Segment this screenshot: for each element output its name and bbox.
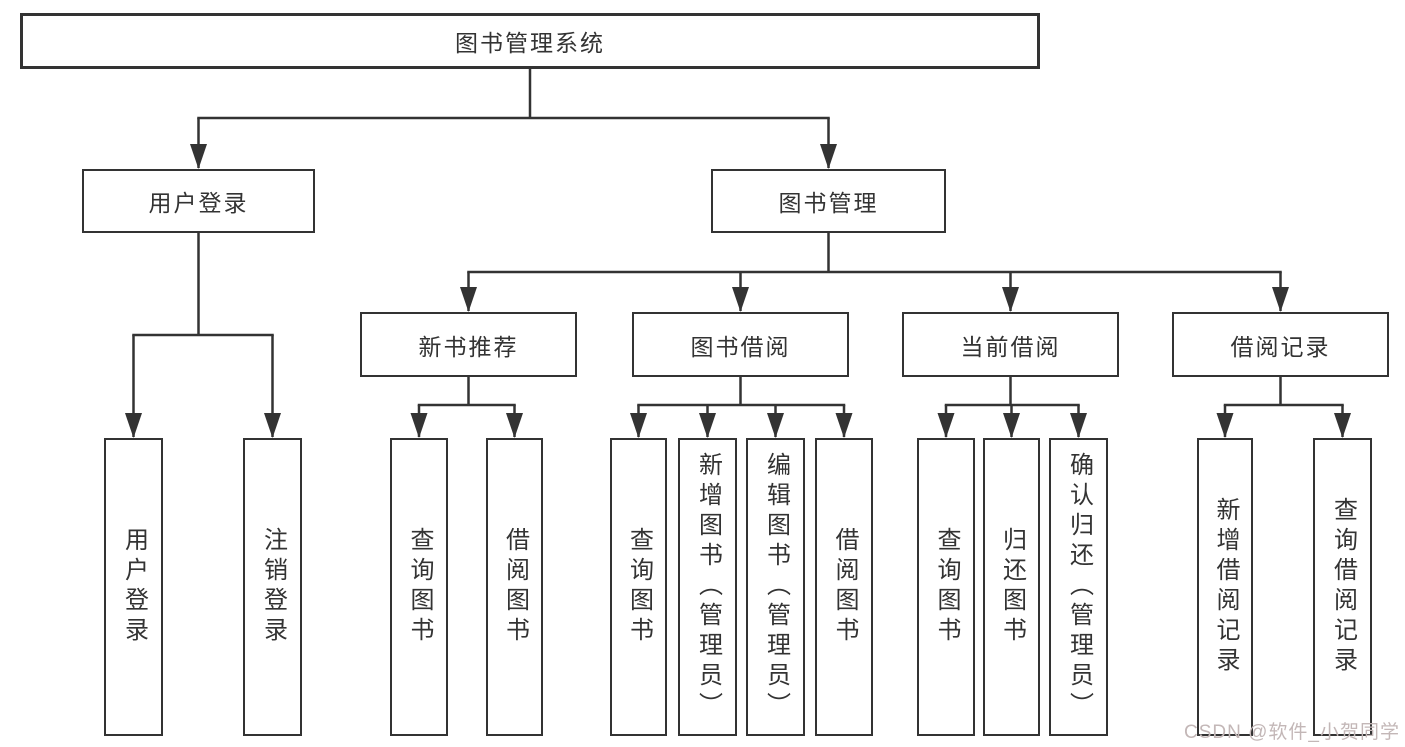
node-current-borrowing-label: 当前借阅 <box>960 333 1061 360</box>
node-current-borrowing: 当前借阅 <box>902 312 1119 377</box>
leaf-current-query-books: 查询图书 <box>917 438 975 736</box>
leaf-borrow-borrow-books: 借阅图书 <box>815 438 873 736</box>
node-user-login-label: 用户登录 <box>148 190 249 216</box>
leaf-records-query-record: 查询借阅记录 <box>1313 438 1372 736</box>
node-book-borrowing: 图书借阅 <box>632 312 849 377</box>
leaf-user-login-label: 用户登录 <box>120 527 148 647</box>
leaf-borrow-edit-books-admin-label: 编辑图书（管理员） <box>762 452 790 722</box>
node-borrowing-records-label: 借阅记录 <box>1230 333 1331 360</box>
leaf-newbook-borrow-books: 借阅图书 <box>486 438 543 736</box>
leaf-newbook-query-books-label: 查询图书 <box>406 527 433 647</box>
node-book-management: 图书管理 <box>711 169 946 233</box>
node-library-system-label: 图书管理系统 <box>455 30 605 56</box>
leaf-newbook-query-books: 查询图书 <box>390 438 448 736</box>
node-new-book-recommend: 新书推荐 <box>360 312 577 377</box>
leaf-current-query-books-label: 查询图书 <box>933 527 960 647</box>
leaf-logout: 注销登录 <box>243 438 302 736</box>
node-library-system: 图书管理系统 <box>20 13 1040 69</box>
leaf-current-confirm-return-admin-label: 确认归还（管理员） <box>1065 452 1093 722</box>
leaf-records-add-record-label: 新增借阅记录 <box>1212 497 1239 677</box>
leaf-logout-label: 注销登录 <box>259 527 287 647</box>
leaf-borrow-query-books: 查询图书 <box>610 438 667 736</box>
watermark: CSDN @软件_小贺同学 <box>1184 722 1400 743</box>
leaf-current-return-books: 归还图书 <box>983 438 1040 736</box>
node-user-login: 用户登录 <box>82 169 315 233</box>
leaf-borrow-add-books-admin-label: 新增图书（管理员） <box>694 452 722 722</box>
leaf-user-login: 用户登录 <box>104 438 163 736</box>
leaf-borrow-add-books-admin: 新增图书（管理员） <box>678 438 737 736</box>
leaf-records-query-record-label: 查询借阅记录 <box>1329 497 1357 677</box>
leaf-borrow-edit-books-admin: 编辑图书（管理员） <box>746 438 805 736</box>
node-borrowing-records: 借阅记录 <box>1172 312 1389 377</box>
leaf-borrow-query-books-label: 查询图书 <box>625 527 653 647</box>
leaf-current-return-books-label: 归还图书 <box>998 527 1026 647</box>
leaf-current-confirm-return-admin: 确认归还（管理员） <box>1049 438 1108 736</box>
node-new-book-recommend-label: 新书推荐 <box>418 333 519 360</box>
leaf-records-add-record: 新增借阅记录 <box>1197 438 1253 736</box>
node-book-management-label: 图书管理 <box>778 190 879 216</box>
leaf-borrow-borrow-books-label: 借阅图书 <box>831 527 858 647</box>
node-book-borrowing-label: 图书借阅 <box>690 333 791 360</box>
leaf-newbook-borrow-books-label: 借阅图书 <box>501 527 529 647</box>
